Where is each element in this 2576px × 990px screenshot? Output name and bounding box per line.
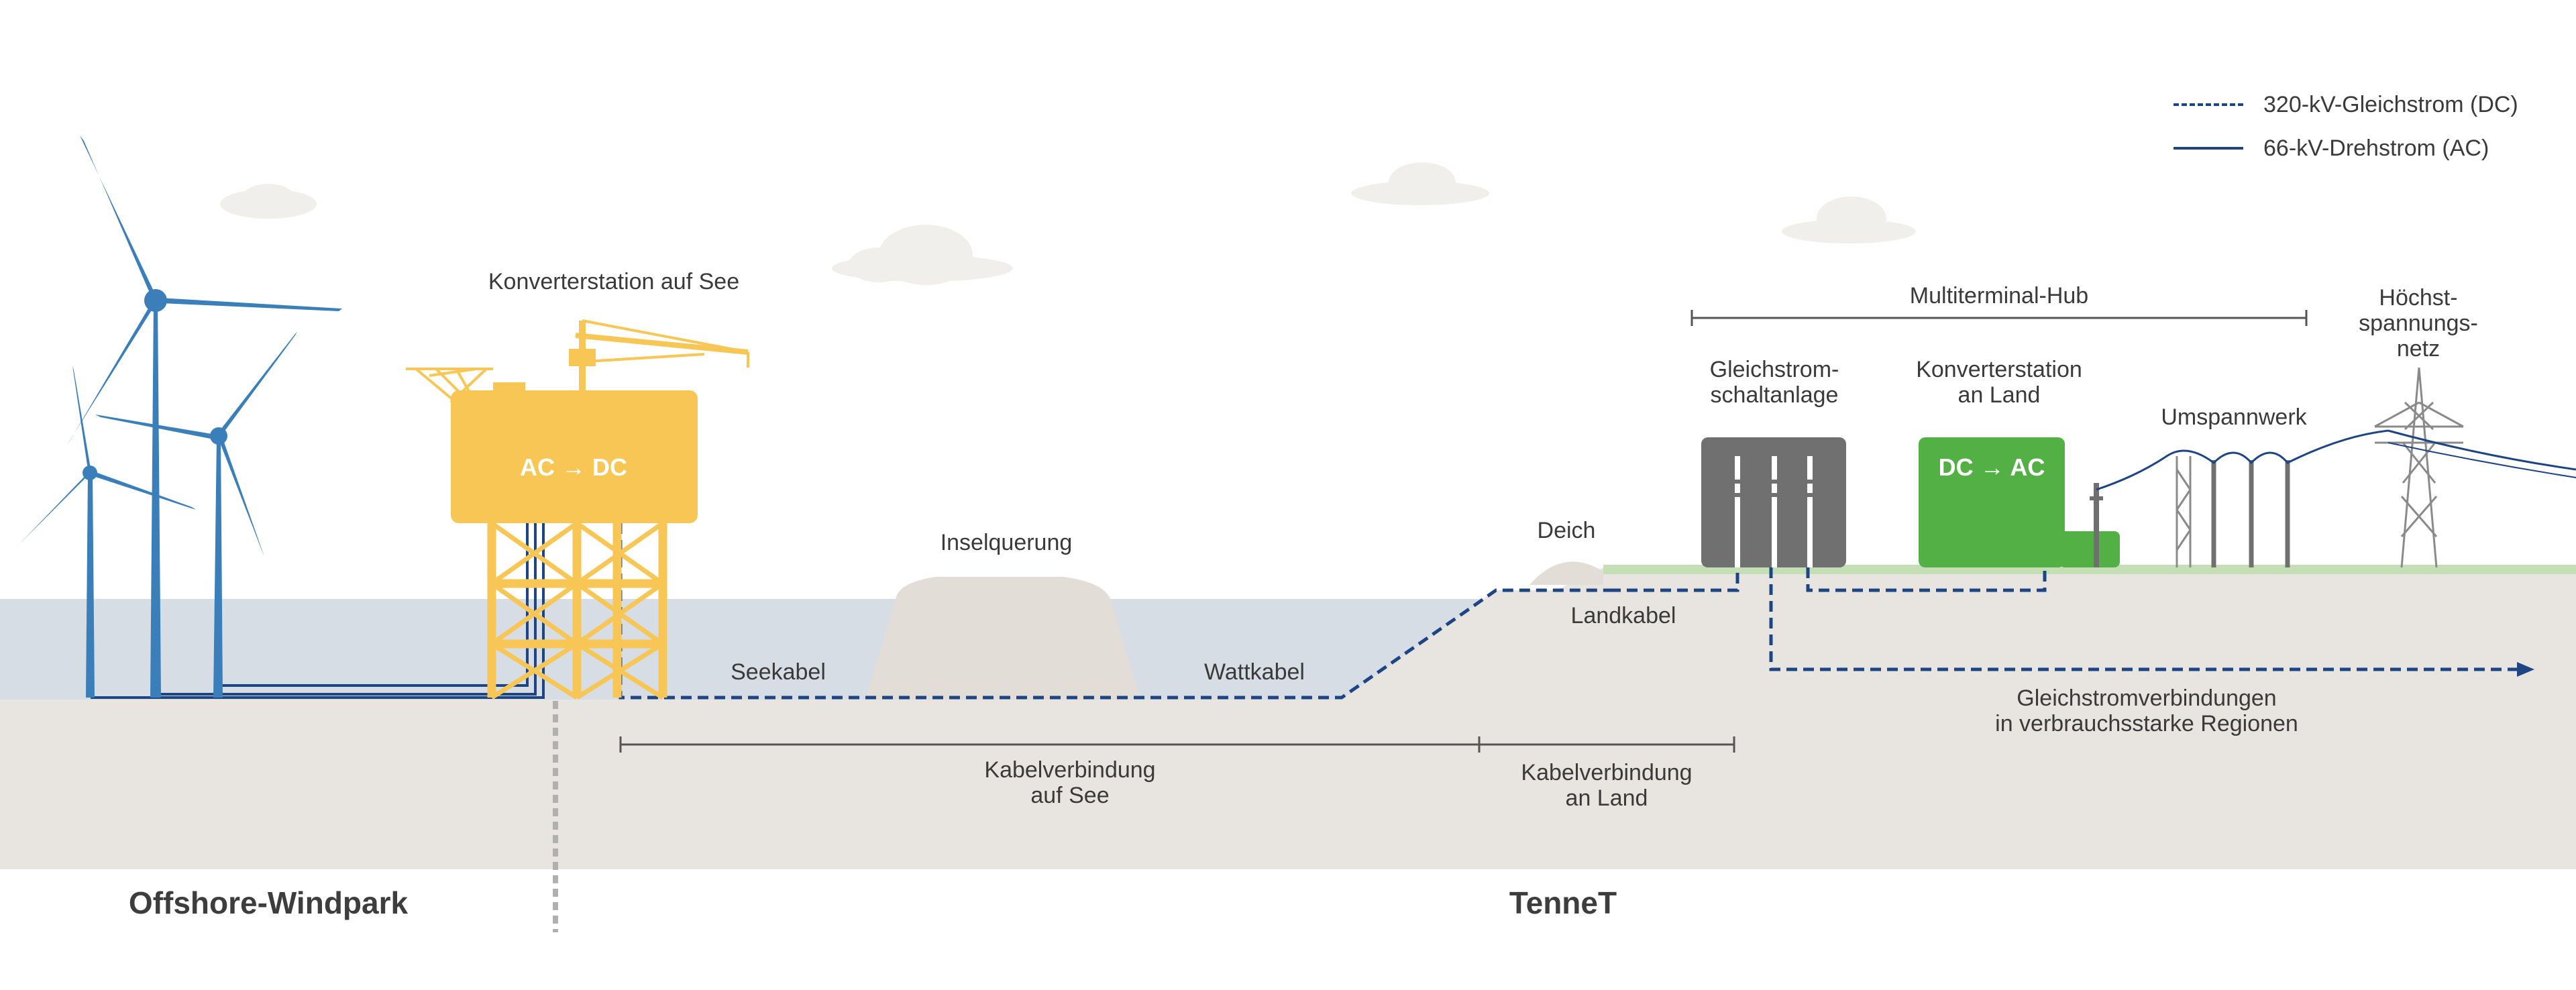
offshore-converter-platform — [406, 319, 749, 700]
overhead-line — [2387, 442, 2576, 478]
wind-turbine-icon — [17, 366, 196, 698]
cloud — [1782, 197, 1916, 243]
platform-hut — [493, 382, 525, 392]
dc-ac-label: DC → AC — [1938, 453, 2045, 481]
dc-switchgear-line-1: Gleichstrom- — [1709, 357, 1839, 382]
multiterminal-hub-bracket — [1690, 310, 2308, 326]
dike — [1529, 561, 1603, 585]
island-crossing-label: Inselquerung — [940, 530, 1073, 555]
clouds — [220, 162, 1916, 285]
platform-topside — [451, 390, 698, 523]
ground — [0, 567, 2576, 869]
ehv-line-1: Höchst- — [2379, 285, 2458, 311]
legend-ac-swatch — [2174, 147, 2243, 150]
ehv-line-3: netz — [2396, 336, 2440, 362]
dc-links-line-2: in verbrauchsstarke Regionen — [1995, 711, 2298, 736]
offshore-converter-label: Konverterstation auf See — [488, 269, 740, 294]
platform-jacket — [487, 523, 667, 698]
land-connection-label: Kabelverbindung an Land — [1472, 760, 1741, 811]
land-converter-line-2: an Land — [1957, 382, 2041, 408]
wind-turbine-icon — [67, 135, 342, 698]
offshore-windpark-label: Offshore-Windpark — [128, 885, 409, 920]
helideck — [406, 368, 493, 404]
land-converter-line-1: Konverterstation — [1916, 357, 2082, 382]
dc-regional-link — [1769, 567, 2519, 671]
switchgear-bushings — [1735, 456, 1813, 567]
dc-regional-arrow — [2517, 662, 2534, 677]
cloud — [220, 184, 317, 219]
dc-land-cable — [1610, 567, 1739, 592]
sea-connection-label: Kabelverbindung auf See — [936, 757, 1204, 808]
wind-turbine-icon — [95, 331, 297, 698]
substation-tower — [2176, 456, 2192, 567]
ac-dc-label: AC → DC — [520, 453, 627, 481]
legend-ac: 66-kV-Drehstrom (AC) — [2174, 135, 2489, 162]
sea-cable-label: Seekabel — [731, 659, 826, 685]
grass-strip — [1603, 565, 2576, 574]
land-converter-label: Konverterstation an Land — [1878, 357, 2120, 408]
platform-bracing — [490, 521, 665, 700]
legend-ac-text: 66-kV-Drehstrom (AC) — [2263, 135, 2489, 161]
onshore-converter — [1919, 437, 2120, 567]
sea-connection-line-2: auf See — [1030, 783, 1110, 808]
crane — [569, 319, 749, 390]
legend-dc: 320-kV-Gleichstrom (DC) — [2174, 91, 2518, 118]
multiterminal-hub-label: Multiterminal-Hub — [1909, 283, 2089, 309]
island — [865, 577, 1140, 700]
dc-switchgear — [1701, 437, 1846, 567]
overhead-line — [2387, 429, 2576, 471]
dike-label: Deich — [1537, 518, 1596, 543]
tennet-label: TenneT — [1509, 885, 1617, 920]
substation — [2096, 429, 2389, 567]
cloud — [832, 225, 1013, 285]
substation-wiring — [2096, 429, 2389, 491]
wind-turbines — [17, 135, 342, 698]
dc-links-label: Gleichstromverbindungen in verbrauchssta… — [1912, 685, 2381, 736]
legend-dc-text: 320-kV-Gleichstrom (DC) — [2263, 91, 2518, 117]
dc-links-line-1: Gleichstromverbindungen — [2017, 685, 2277, 711]
ehv-line-2: spannungs- — [2359, 311, 2478, 336]
land-connection-line-2: an Land — [1565, 785, 1648, 811]
legend-dc-swatch — [2174, 103, 2243, 106]
dc-switchgear-label: Gleichstrom- schaltanlage — [1667, 357, 1882, 408]
sea-connection-line-1: Kabelverbindung — [984, 757, 1156, 783]
land-connection-line-1: Kabelverbindung — [1521, 760, 1693, 785]
sea-connection-bracket — [619, 736, 1735, 753]
dc-hub-to-converter — [1806, 567, 2047, 592]
extra-high-voltage-label: Höchst- spannungs- netz — [2321, 285, 2516, 362]
dc-switchgear-line-2: schaltanlage — [1710, 382, 1839, 408]
sea — [0, 599, 1610, 700]
substation-bushings — [2211, 460, 2290, 567]
switchgear-insulators — [1732, 480, 1815, 497]
land-cable-label: Landkabel — [1570, 603, 1676, 628]
cloud — [1351, 162, 1489, 205]
mudflat-cable-label: Wattkabel — [1204, 659, 1305, 685]
substation-label: Umspannwerk — [2161, 404, 2307, 430]
